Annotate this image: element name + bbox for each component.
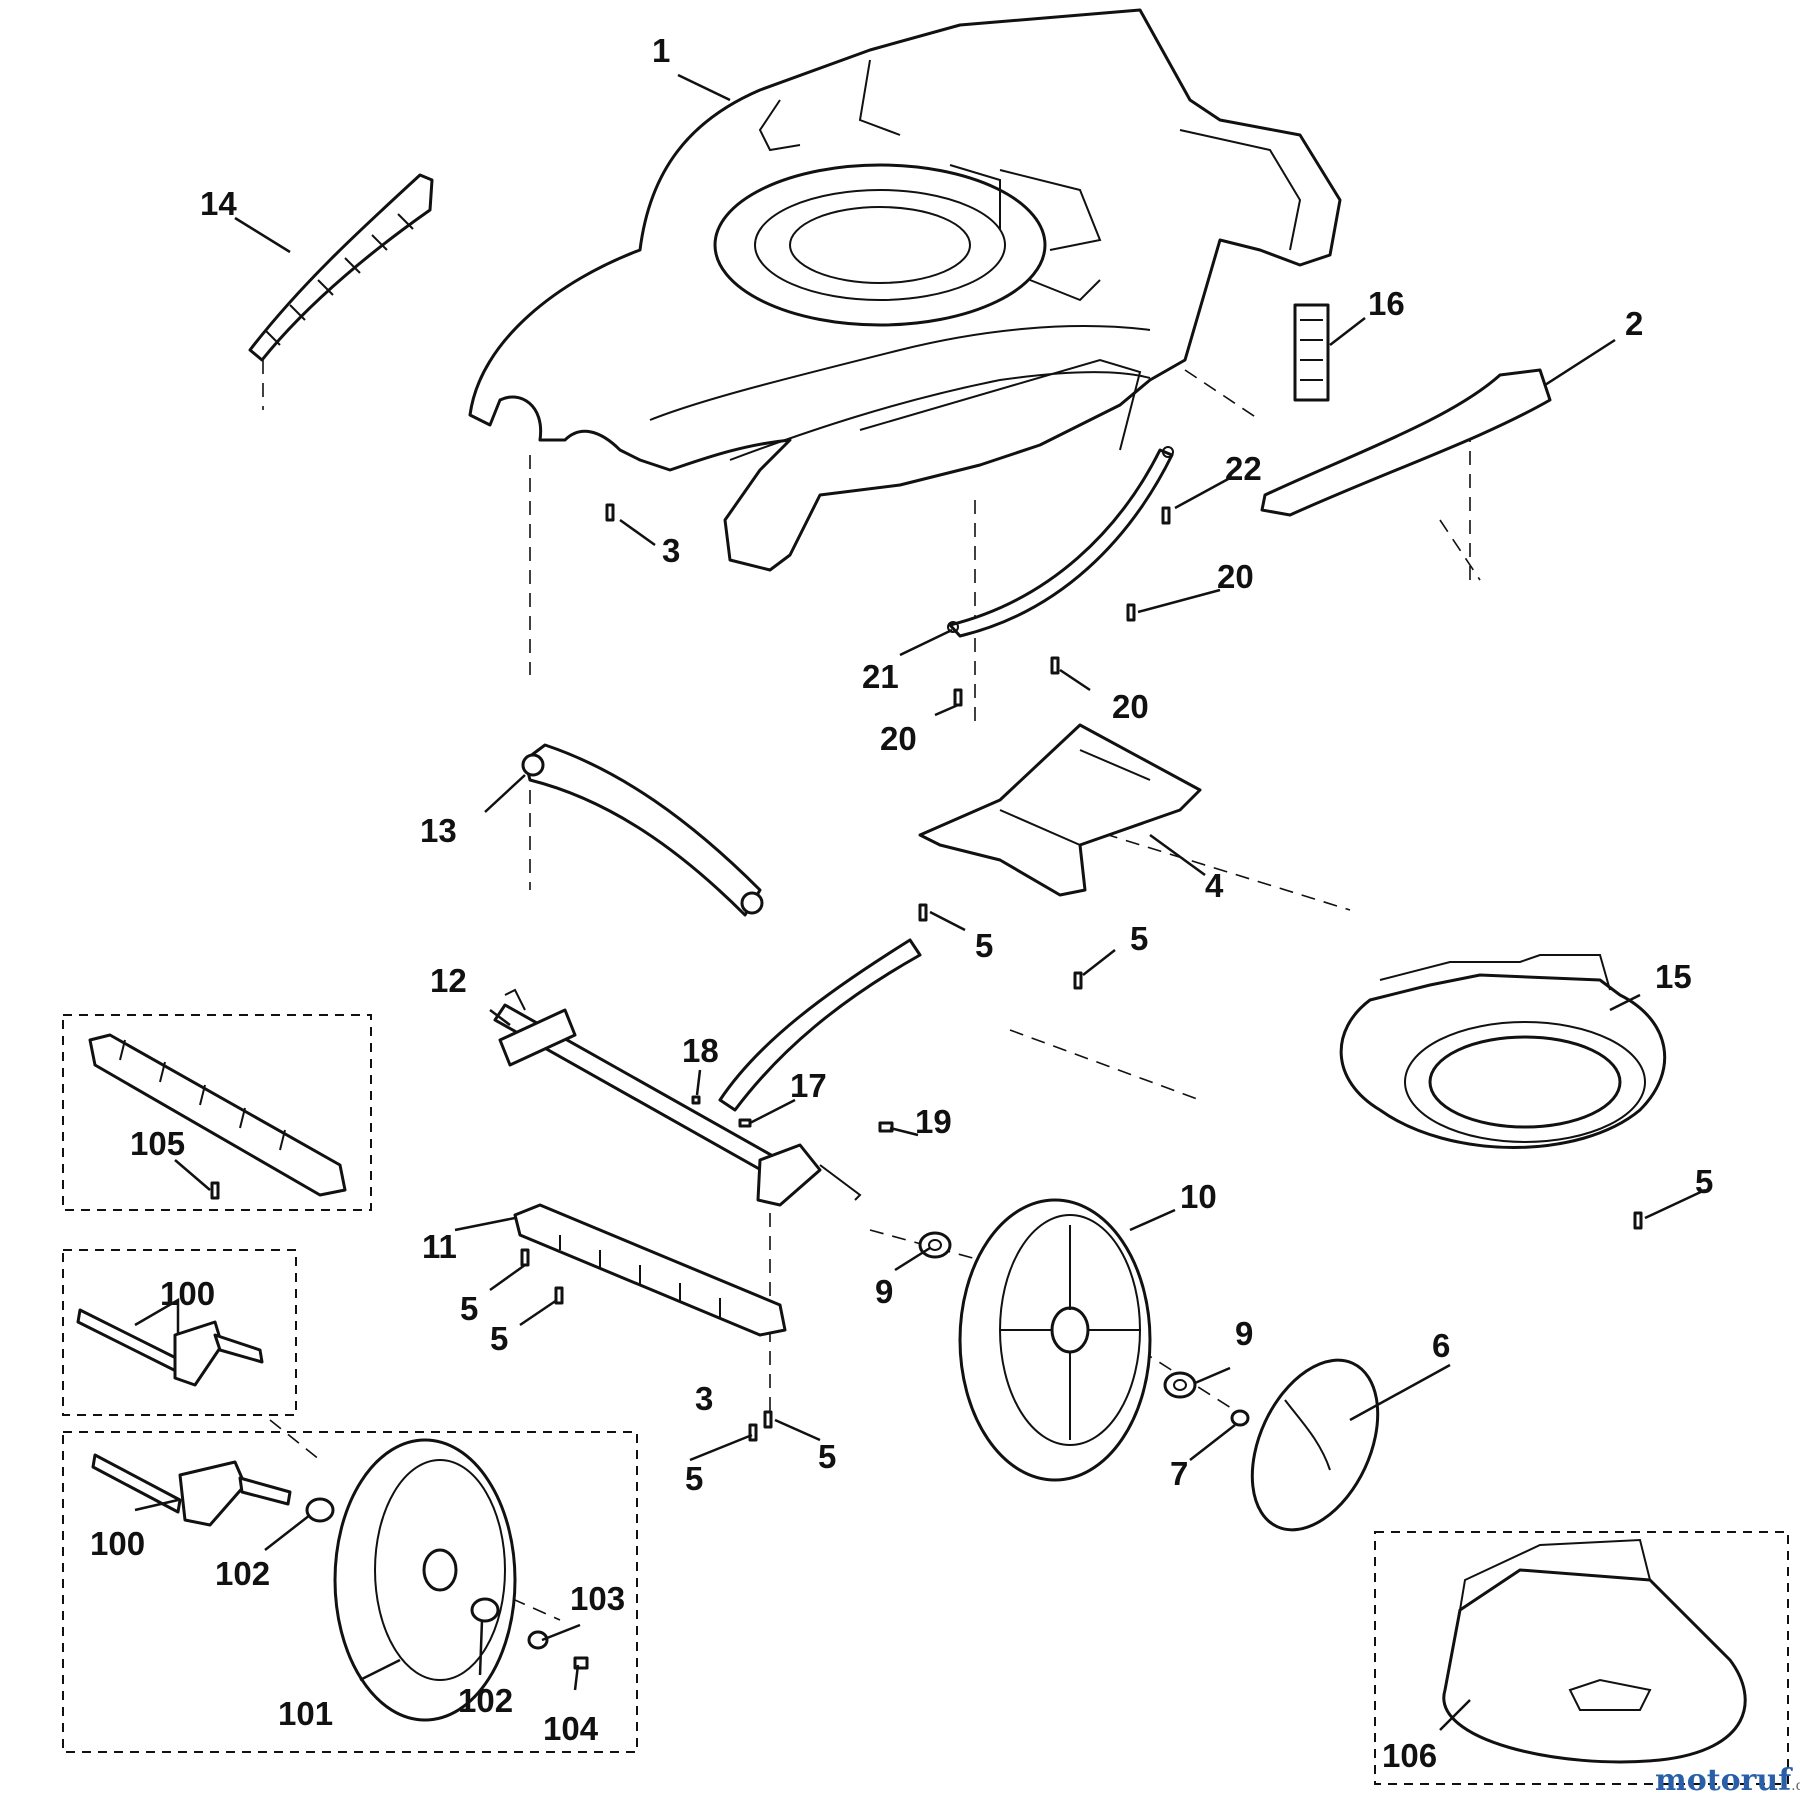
label-18: 18 [682, 1032, 719, 1069]
label-5-b: 5 [1130, 920, 1148, 957]
label-102-b: 102 [458, 1682, 513, 1719]
label-5-f: 5 [685, 1460, 703, 1497]
rear-handle-bar [1260, 368, 1552, 517]
label-105: 105 [130, 1125, 185, 1162]
screws [520, 503, 1643, 1442]
label-14: 14 [200, 185, 237, 222]
label-3: 3 [662, 532, 680, 569]
hubcap [1250, 1358, 1380, 1532]
front-grille [248, 173, 434, 362]
label-15: 15 [1655, 958, 1692, 995]
leader-lines [134, 73, 1706, 1731]
label-22: 22 [1225, 450, 1262, 487]
deck-housing [468, 8, 1342, 572]
label-103: 103 [570, 1580, 625, 1617]
main-wheel [958, 1198, 1152, 1482]
label-13: 13 [420, 812, 457, 849]
label-9-a: 9 [875, 1273, 893, 1310]
label-20-a: 20 [1217, 558, 1254, 595]
option-box-101 [62, 1431, 638, 1753]
label-5-c: 5 [1695, 1163, 1713, 1200]
label-12: 12 [430, 962, 467, 999]
label-5-e: 5 [490, 1320, 508, 1357]
label-102-a: 102 [215, 1555, 270, 1592]
retaining-strap [947, 446, 1174, 638]
option-box-106 [1374, 1531, 1789, 1785]
label-20-c: 20 [880, 720, 917, 757]
label-2: 2 [1625, 305, 1643, 342]
label-104: 104 [543, 1710, 599, 1747]
label-4: 4 [1205, 867, 1224, 904]
blade-cup [1339, 954, 1667, 1149]
axle-bracket [513, 1203, 787, 1337]
label-11: 11 [422, 1228, 457, 1265]
spring-link [718, 938, 922, 1112]
label-5-g: 5 [818, 1438, 836, 1475]
label-100-b: 100 [90, 1525, 145, 1562]
label-21: 21 [862, 658, 899, 695]
watermark-text: motoruf [1655, 1763, 1793, 1798]
label-101: 101 [278, 1695, 333, 1732]
label-20-b: 20 [1112, 688, 1149, 725]
label-5-a: 5 [975, 927, 993, 964]
watermark: motoruf.de [1655, 1763, 1800, 1798]
label-19: 19 [915, 1103, 952, 1140]
label-17: 17 [790, 1067, 827, 1104]
label-7: 7 [1170, 1455, 1188, 1492]
label-6: 6 [1432, 1327, 1450, 1364]
svg-text:motoruf.de: motoruf.de [1655, 1763, 1800, 1798]
label-plate [1293, 303, 1330, 402]
chute-deflector [918, 723, 1202, 897]
label-3-b: 3 [695, 1380, 713, 1417]
label-10: 10 [1180, 1178, 1217, 1215]
label-106: 106 [1382, 1737, 1437, 1774]
label-1: 1 [652, 32, 670, 69]
label-16: 16 [1368, 285, 1405, 322]
callout-labels: 1 14 16 2 22 3 20 21 20 20 13 4 5 5 15 1… [90, 32, 1713, 1774]
option-box-100 [62, 1249, 297, 1416]
front-axle-cover [521, 743, 764, 917]
option-box-105 [62, 1014, 372, 1211]
label-9-b: 9 [1235, 1315, 1253, 1352]
label-5-d: 5 [460, 1290, 478, 1327]
watermark-suffix: .de [1791, 1778, 1800, 1794]
label-100-a: 100 [160, 1275, 215, 1312]
